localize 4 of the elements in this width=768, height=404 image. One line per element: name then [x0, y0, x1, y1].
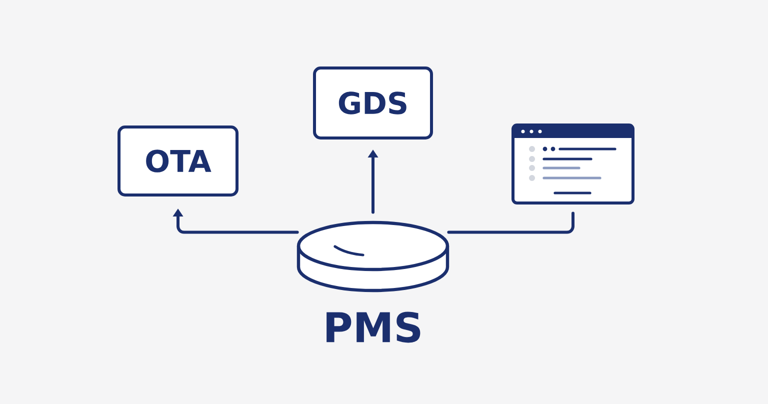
process-box: GDS [313, 66, 433, 140]
browser-window [512, 124, 634, 204]
node-label: PMS [326, 312, 420, 343]
process-box: OTA [118, 126, 238, 196]
